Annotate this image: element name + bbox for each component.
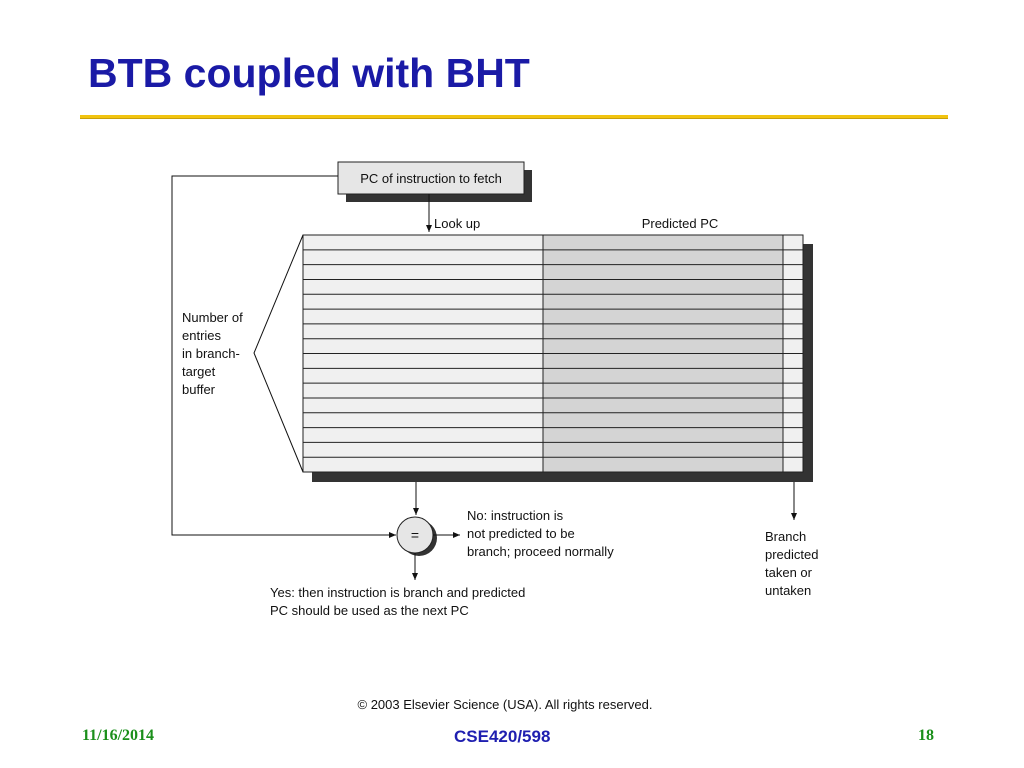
entries-label-line: in branch- [182, 346, 240, 361]
branch-predicted-line: Branch [765, 529, 806, 544]
entries-label-line: buffer [182, 382, 216, 397]
no-label-line: branch; proceed normally [467, 544, 614, 559]
yes-label: Yes: then instruction is branch and pred… [270, 585, 525, 618]
btb-table-rows [303, 249, 803, 458]
entries-label-line: Number of [182, 310, 243, 325]
entries-label: Number of entries in branch- target buff… [182, 310, 243, 397]
branch-predicted-line: taken or [765, 565, 813, 580]
no-label-line: not predicted to be [467, 526, 575, 541]
footer-course: CSE420/598 [454, 727, 551, 746]
predicted-pc-label: Predicted PC [642, 216, 719, 231]
pc-box-label: PC of instruction to fetch [360, 171, 502, 186]
pc-compare-line [171, 175, 396, 538]
pc-box [337, 161, 525, 195]
title-divider [80, 115, 948, 119]
entries-label-line: entries [182, 328, 222, 343]
no-label: No: instruction is not predicted to be b… [467, 508, 614, 559]
yes-label-line: PC should be used as the next PC [270, 603, 469, 618]
footer-page-number: 18 [918, 727, 934, 744]
yes-label-line: Yes: then instruction is branch and pred… [270, 585, 525, 600]
branch-predicted-label: Branch predicted taken or untaken [765, 529, 818, 598]
slide-title: BTB coupled with BHT [88, 50, 530, 96]
branch-predicted-line: untaken [765, 583, 811, 598]
copyright-notice: © 2003 Elsevier Science (USA). All right… [358, 697, 653, 712]
footer-date: 11/16/2014 [82, 727, 155, 744]
comparator-symbol: = [411, 527, 419, 543]
entries-label-line: target [182, 364, 216, 379]
entries-bracket [253, 234, 304, 473]
no-label-line: No: instruction is [467, 508, 564, 523]
lookup-label: Look up [434, 216, 480, 231]
branch-predicted-line: predicted [765, 547, 818, 562]
